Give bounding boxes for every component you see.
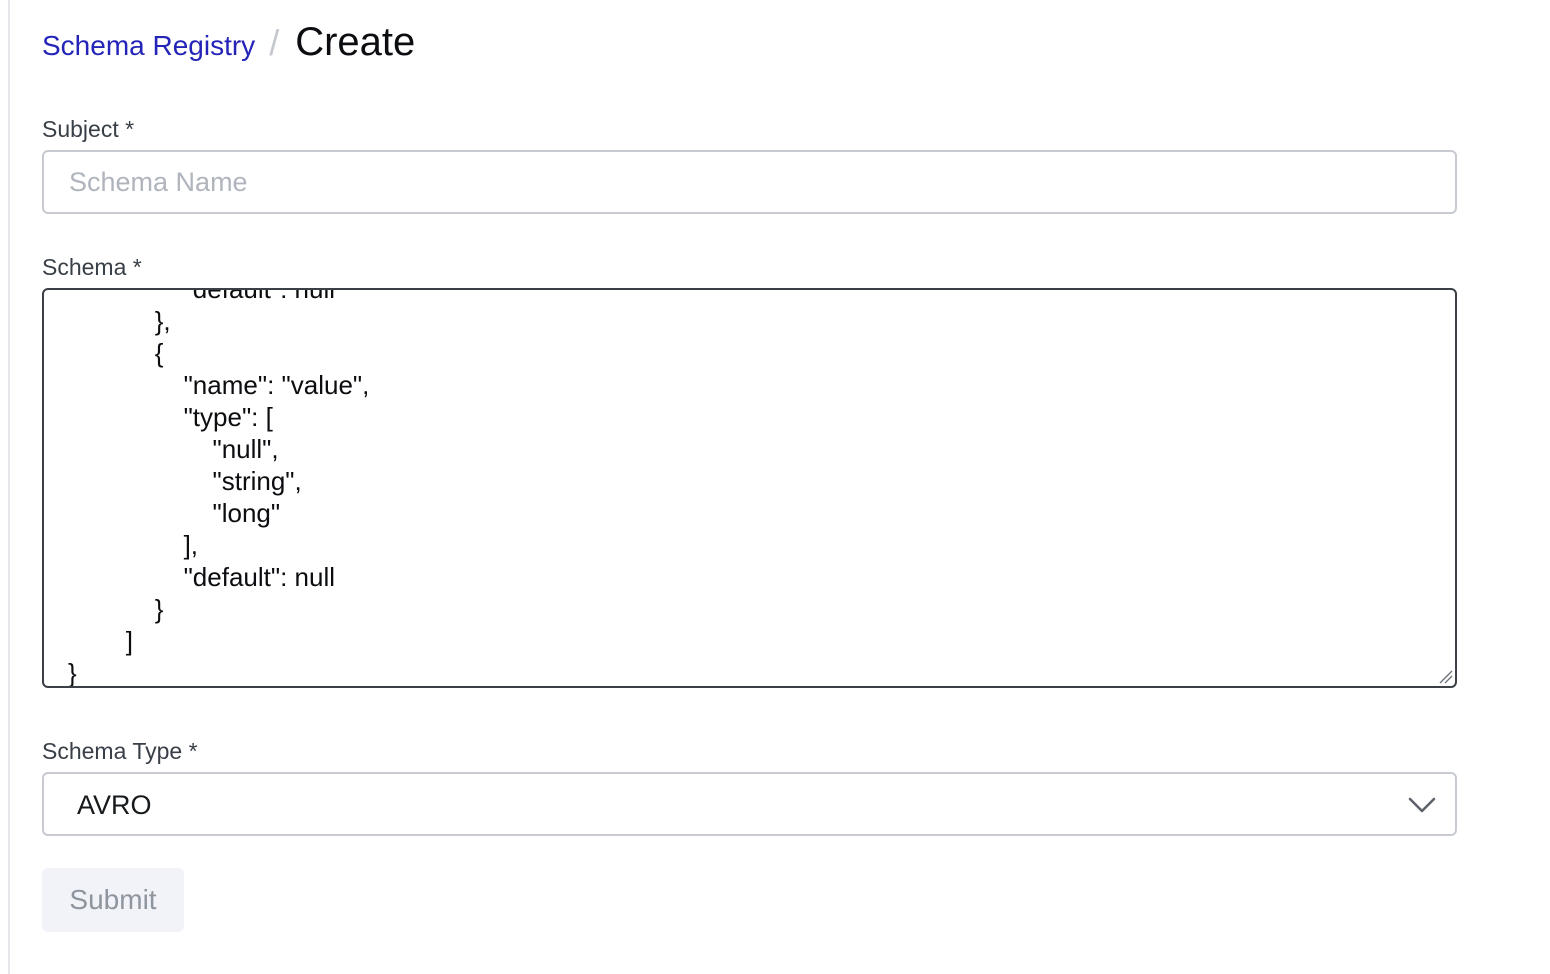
resize-grip-icon[interactable] <box>1437 668 1453 684</box>
breadcrumb: Schema Registry / Create <box>42 20 415 65</box>
sidebar-divider <box>8 0 10 974</box>
submit-button[interactable]: Submit <box>42 868 184 932</box>
chevron-down-icon <box>1408 797 1436 813</box>
schema-textarea[interactable]: "default": null }, { "name": "value", "t… <box>42 288 1457 688</box>
subject-label: Subject * <box>42 116 135 142</box>
breadcrumb-schema-registry-link[interactable]: Schema Registry <box>42 30 256 61</box>
schema-label: Schema * <box>42 254 142 280</box>
schema-type-select[interactable]: AVRO <box>42 772 1457 836</box>
breadcrumb-separator: / <box>269 22 280 63</box>
page-title: Create <box>295 20 416 64</box>
subject-input[interactable] <box>42 150 1457 214</box>
schema-type-selected-value: AVRO <box>77 790 152 820</box>
schema-type-label: Schema Type * <box>42 738 198 764</box>
schema-text-content[interactable]: "default": null }, { "name": "value", "t… <box>68 288 370 688</box>
